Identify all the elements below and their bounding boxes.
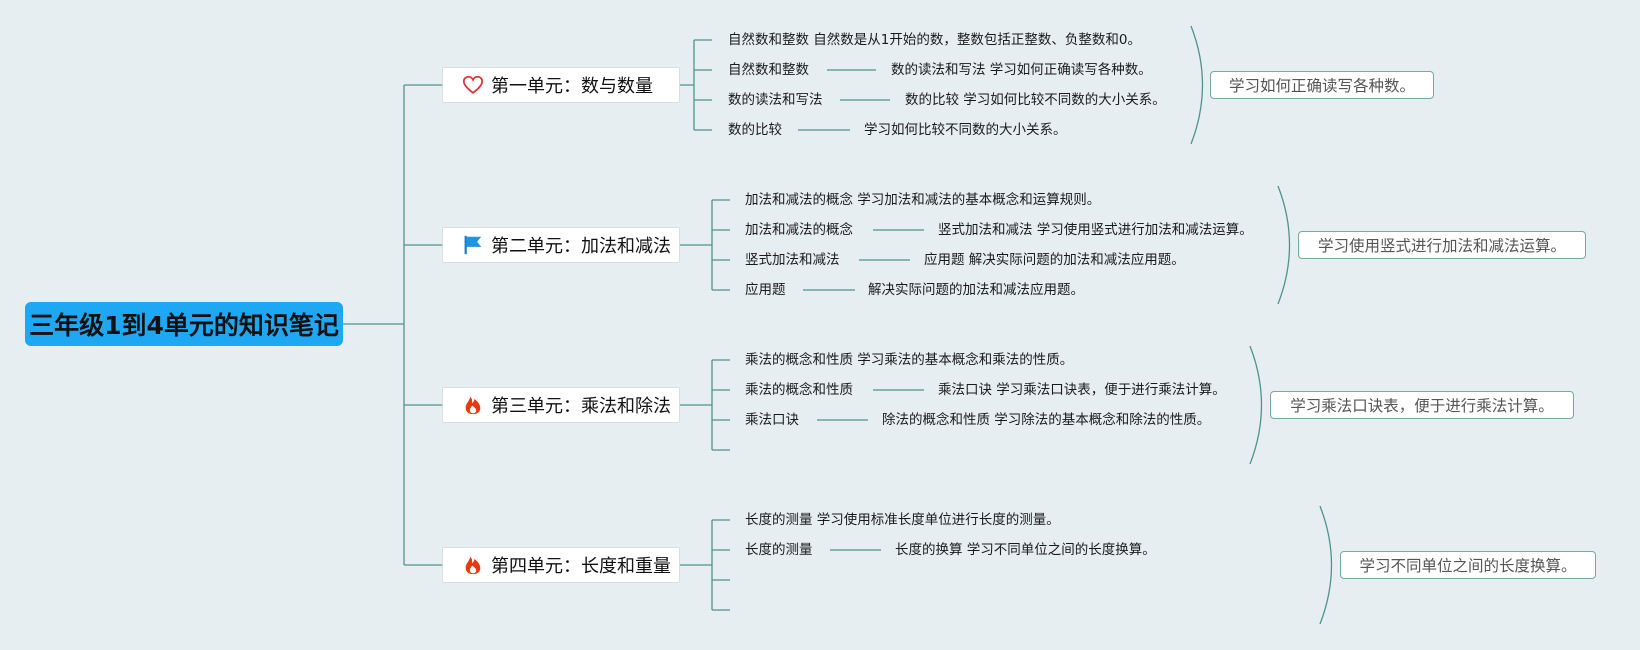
- unit-3-leaf-3[interactable]: 乘法口诀: [745, 412, 799, 428]
- unit-1-topic[interactable]: 第一单元：数与数量: [442, 67, 680, 103]
- unit3-branches: [680, 359, 730, 451]
- central-topic[interactable]: 三年级1到4单元的知识笔记: [25, 302, 343, 346]
- unit-1-leaf-2[interactable]: 自然数和整数: [728, 62, 809, 78]
- unit1-leaf-links: [798, 69, 890, 131]
- unit-2-leaf-2[interactable]: 加法和减法的概念: [745, 222, 853, 238]
- unit-1-leaf-1[interactable]: 自然数和整数 自然数是从1开始的数，整数包括正整数、负整数和0。: [728, 32, 1141, 48]
- unit-3-summary[interactable]: 学习乘法口诀表，便于进行乘法计算。: [1270, 391, 1574, 419]
- unit-4-label: 第四单元：长度和重量: [491, 556, 671, 577]
- unit-1-leaf-3[interactable]: 数的读法和写法: [728, 92, 823, 108]
- unit3-leaf-links: [817, 389, 924, 421]
- unit1-summary-brace: [1190, 25, 1204, 145]
- heart-icon: [461, 73, 485, 97]
- unit-1-label: 第一单元：数与数量: [491, 76, 653, 97]
- unit1-branches: [680, 39, 712, 131]
- unit-2-leaf-3-child[interactable]: 应用题 解决实际问题的加法和减法应用题。: [924, 252, 1185, 268]
- unit2-summary-brace: [1277, 185, 1291, 305]
- fire-icon: [461, 553, 485, 577]
- unit-3-label: 第三单元：乘法和除法: [491, 396, 671, 417]
- unit-2-leaf-1[interactable]: 加法和减法的概念 学习加法和减法的基本概念和运算规则。: [745, 192, 1101, 208]
- unit-4-leaf-1[interactable]: 长度的测量 学习使用标准长度单位进行长度的测量。: [745, 512, 1060, 528]
- flag-icon: [461, 233, 485, 257]
- unit-1-leaf-2-child[interactable]: 数的读法和写法 学习如何正确读写各种数。: [891, 62, 1152, 78]
- unit-1-leaf-3-child[interactable]: 数的比较 学习如何比较不同数的大小关系。: [905, 92, 1166, 108]
- unit-1-summary[interactable]: 学习如何正确读写各种数。: [1210, 71, 1434, 99]
- unit-1-leaf-4-child[interactable]: 学习如何比较不同数的大小关系。: [864, 122, 1067, 138]
- unit-3-leaf-2-child[interactable]: 乘法口诀 学习乘法口诀表，便于进行乘法计算。: [938, 382, 1226, 398]
- unit-3-topic[interactable]: 第三单元：乘法和除法: [442, 387, 680, 423]
- unit-2-leaf-4[interactable]: 应用题: [745, 282, 786, 298]
- unit-3-leaf-3-child[interactable]: 除法的概念和性质 学习除法的基本概念和除法的性质。: [882, 412, 1211, 428]
- unit-2-leaf-4-child[interactable]: 解决实际问题的加法和减法应用题。: [868, 282, 1084, 298]
- unit-4-leaf-2[interactable]: 长度的测量: [745, 542, 813, 558]
- unit4-branches: [680, 519, 730, 611]
- unit-4-leaf-2-child[interactable]: 长度的换算 学习不同单位之间的长度换算。: [895, 542, 1156, 558]
- unit4-summary-brace: [1319, 505, 1333, 625]
- unit-3-leaf-1[interactable]: 乘法的概念和性质 学习乘法的基本概念和乘法的性质。: [745, 352, 1074, 368]
- unit-2-label: 第二单元：加法和减法: [491, 236, 671, 257]
- unit-2-leaf-3[interactable]: 竖式加法和减法: [745, 252, 840, 268]
- unit-3-leaf-2[interactable]: 乘法的概念和性质: [745, 382, 853, 398]
- unit-2-leaf-2-child[interactable]: 竖式加法和减法 学习使用竖式进行加法和减法运算。: [938, 222, 1253, 238]
- unit2-branches: [680, 199, 730, 291]
- unit-1-leaf-4[interactable]: 数的比较: [728, 122, 782, 138]
- unit-2-topic[interactable]: 第二单元：加法和减法: [442, 227, 680, 263]
- unit-4-summary[interactable]: 学习不同单位之间的长度换算。: [1340, 551, 1596, 579]
- unit2-leaf-links: [803, 229, 924, 291]
- unit-4-topic[interactable]: 第四单元：长度和重量: [442, 547, 680, 583]
- unit3-summary-brace: [1249, 345, 1263, 465]
- fire-icon: [461, 393, 485, 417]
- unit-2-summary[interactable]: 学习使用竖式进行加法和减法运算。: [1298, 231, 1586, 259]
